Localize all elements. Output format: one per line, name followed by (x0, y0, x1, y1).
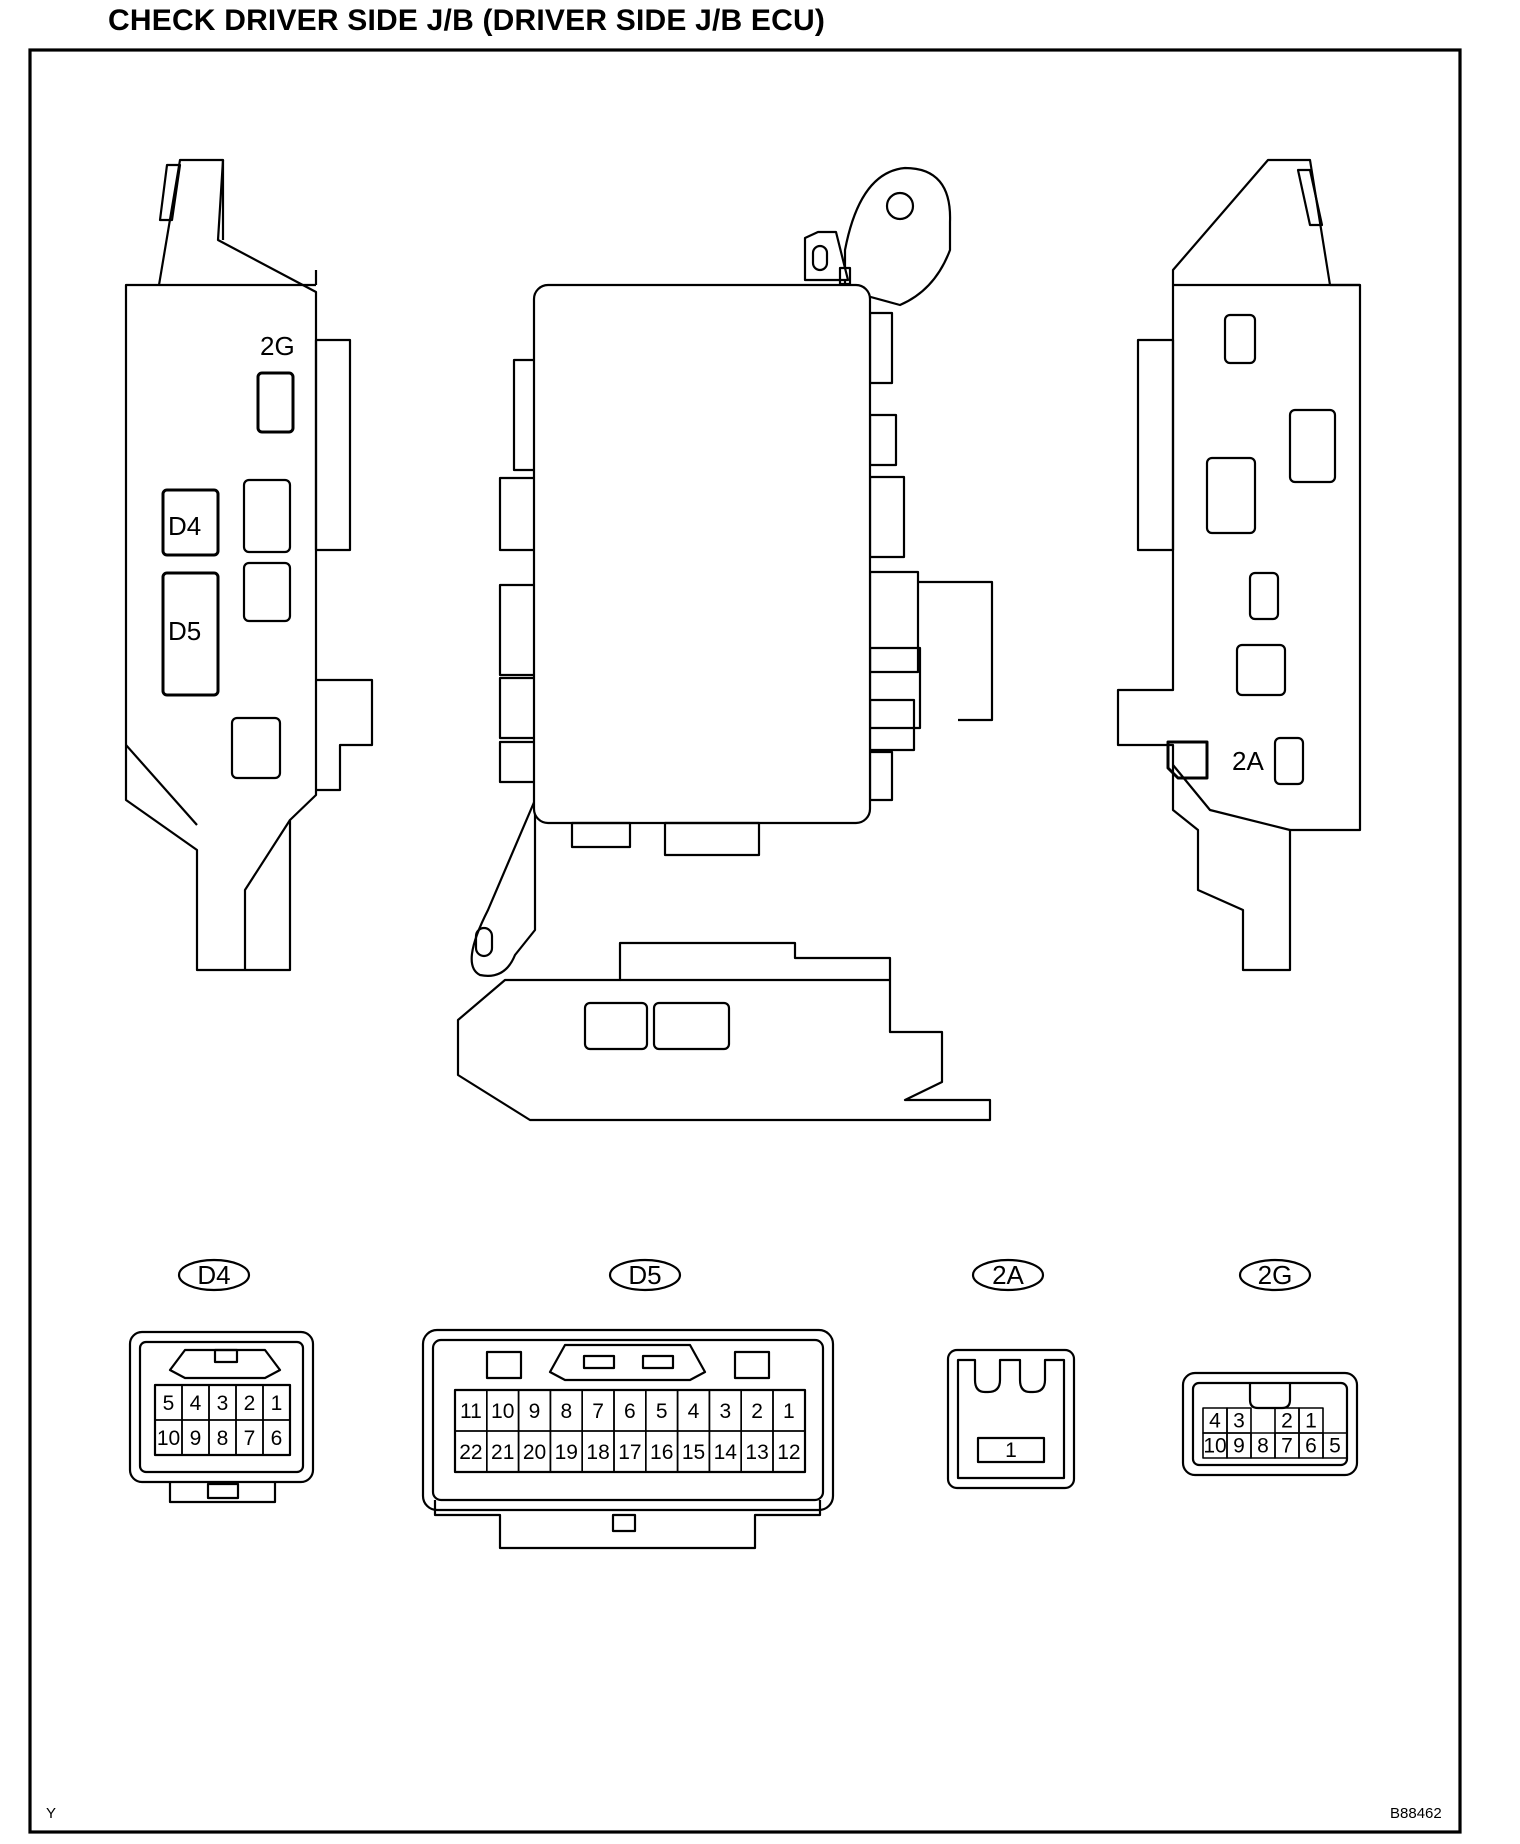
pin-number: 9 (190, 1427, 202, 1450)
pin-number: 9 (529, 1400, 541, 1423)
pin-number: 17 (618, 1441, 641, 1464)
connector-D5-label: D5 (628, 1260, 661, 1290)
pin-cell (977, 1437, 1045, 1463)
label-2G: 2G (260, 331, 295, 361)
pin-number: 7 (244, 1427, 256, 1450)
connector-2A-pins: 1 (977, 1437, 1045, 1463)
pin-number: 1 (1305, 1409, 1317, 1432)
pin-number: 21 (491, 1441, 514, 1464)
connector-D4: D4 (128, 1258, 315, 1504)
pin-number: 14 (714, 1441, 738, 1464)
label-2A: 2A (1232, 746, 1264, 776)
pin-number: 4 (1209, 1409, 1221, 1432)
pin-number: 8 (1257, 1434, 1269, 1457)
pin-number: 9 (1233, 1434, 1245, 1457)
connector-D4-label: D4 (197, 1260, 230, 1290)
pin-number: 2 (751, 1400, 763, 1423)
pin-number: 5 (656, 1400, 668, 1423)
label-D5: D5 (168, 616, 201, 646)
pin-number: 22 (459, 1441, 482, 1464)
pin-number: 4 (190, 1392, 202, 1415)
pin-number: 11 (460, 1400, 482, 1423)
connector-2A-label: 2A (992, 1260, 1024, 1290)
pin-number: 3 (1233, 1409, 1245, 1432)
pin-number: 5 (163, 1392, 175, 1415)
pin-number: 2 (1281, 1409, 1293, 1432)
pin-number: 1 (1005, 1439, 1017, 1462)
pin-number: 20 (523, 1441, 546, 1464)
pin-cell (262, 1419, 291, 1456)
pin-number: 19 (555, 1441, 578, 1464)
figure-code: B88462 (1390, 1805, 1442, 1822)
connector-2G: 2G (1181, 1258, 1359, 1477)
pin-number: 6 (271, 1427, 283, 1450)
pin-number: 12 (777, 1441, 800, 1464)
pin-number: 7 (1281, 1434, 1293, 1457)
label-D4: D4 (168, 511, 201, 541)
pin-number: 10 (157, 1427, 180, 1450)
connector-2G-location (256, 371, 295, 434)
page-title: CHECK DRIVER SIDE J/B (DRIVER SIDE J/B E… (108, 4, 826, 37)
connector-D5-location (161, 571, 220, 697)
diagram-frame (28, 48, 1462, 1834)
pin-cell (772, 1430, 806, 1473)
pin-number: 10 (1203, 1434, 1226, 1457)
pin-number: 4 (688, 1400, 700, 1423)
pin-number: 15 (682, 1441, 705, 1464)
pin-number: 6 (624, 1400, 636, 1423)
jb-left-side-view: 2G D4 D5 (124, 158, 374, 972)
pin-cell (1322, 1432, 1348, 1459)
pin-number: 6 (1305, 1434, 1317, 1457)
pin-number: 16 (650, 1441, 673, 1464)
pin-number: 8 (560, 1400, 572, 1423)
pin-number: 10 (491, 1400, 514, 1423)
pin-number: 1 (271, 1392, 283, 1415)
connector-2A-location (1166, 740, 1209, 780)
pin-number: 8 (217, 1427, 229, 1450)
jb-right-side-view: 2A (1116, 158, 1362, 972)
jb-ecu-front-view (456, 166, 994, 1122)
pin-number: 5 (1329, 1434, 1341, 1457)
corner-mark: Y (46, 1805, 56, 1822)
connector-2G-label: 2G (1258, 1260, 1293, 1290)
connector-D4-location (161, 488, 220, 557)
pin-number: 2 (244, 1392, 256, 1415)
pin-number: 18 (586, 1441, 609, 1464)
pin-number: 13 (745, 1441, 768, 1464)
pin-number: 3 (217, 1392, 229, 1415)
pin-number: 3 (719, 1400, 731, 1423)
pin-number: 7 (592, 1400, 604, 1423)
pin-number: 1 (783, 1400, 795, 1423)
